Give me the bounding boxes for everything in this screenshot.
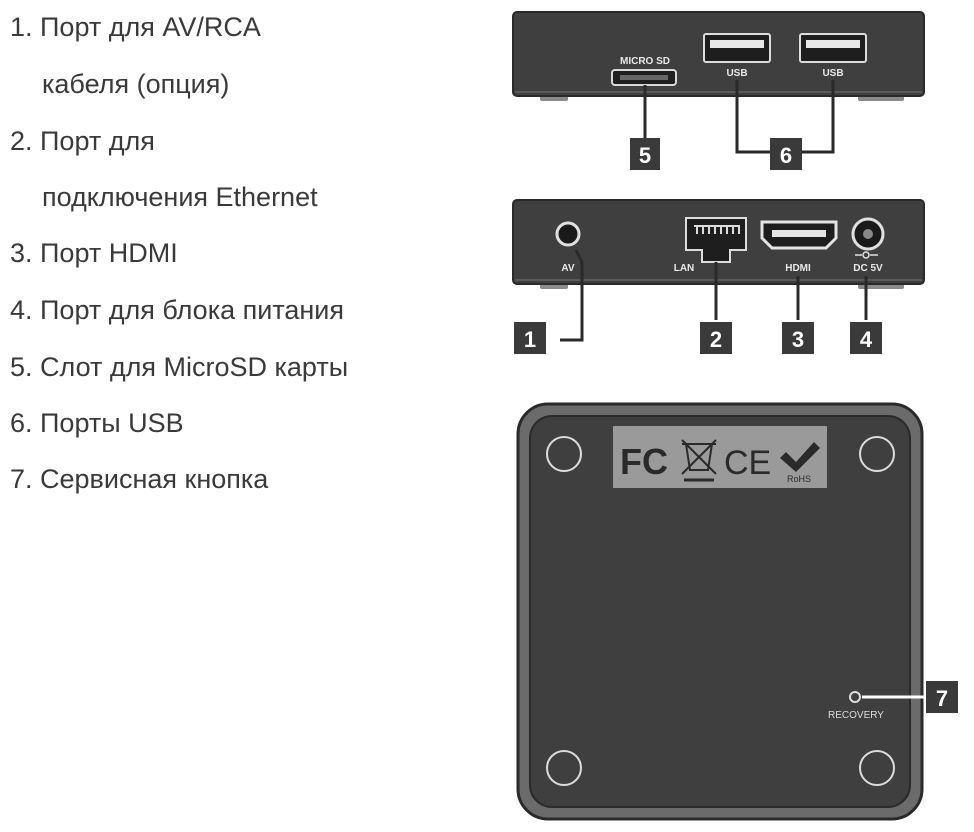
bottom-panel-body	[529, 415, 911, 808]
usb-right-label: USB	[822, 68, 843, 79]
callout-lines-top	[643, 80, 835, 154]
legend-item-1: 1. Порт для AV/RCA	[10, 12, 261, 42]
callout-7: 7	[926, 681, 958, 713]
callout-2: 2	[700, 322, 732, 354]
legend-item-1-cont: кабеля (опция)	[42, 69, 230, 99]
fcc-logo: FC	[620, 441, 668, 482]
usb-left-label: USB	[726, 68, 747, 79]
ce-mark: CE	[724, 444, 771, 482]
dc-polarity-icon	[855, 251, 878, 259]
svg-text:4: 4	[860, 327, 873, 352]
callout-lines-middle	[560, 249, 868, 342]
certification-label	[613, 426, 827, 488]
av-jack	[555, 221, 581, 247]
legend-item-7: 7. Сервисная кнопка	[10, 464, 269, 494]
side-panel: MICRO SD USB USB	[512, 11, 925, 101]
callout-5: 5	[630, 138, 660, 170]
recovery-button	[849, 691, 861, 703]
legend-item-2: 2. Порт для	[10, 126, 155, 156]
lan-port	[685, 217, 747, 263]
foot-top-left	[546, 436, 582, 472]
svg-text:1: 1	[524, 327, 536, 352]
callout-4: 4	[850, 322, 882, 354]
foot-bottom-left	[546, 750, 582, 786]
bottom-panel: FC CE RoHS RECOVERY	[516, 402, 924, 821]
legend-item-2-cont: подключения Ethernet	[42, 182, 318, 212]
av-label: AV	[561, 263, 574, 274]
legend-item-6: 6. Порты USB	[10, 408, 184, 438]
lan-label: LAN	[674, 263, 695, 274]
callout-3: 3	[782, 322, 814, 354]
weee-bin-icon	[681, 439, 717, 482]
legend-item-4: 4. Порт для блока питания	[10, 295, 345, 325]
rohs-check-icon	[780, 442, 820, 472]
legend-item-5: 5. Слот для MicroSD карты	[10, 352, 349, 382]
svg-text:3: 3	[792, 327, 804, 352]
svg-text:2: 2	[710, 327, 722, 352]
callout-6: 6	[770, 138, 802, 170]
legend-item-3: 3. Порт HDMI	[10, 238, 178, 268]
foot-bottom-right	[859, 750, 895, 786]
dc-label: DC 5V	[853, 263, 883, 274]
svg-text:6: 6	[780, 143, 792, 168]
micro-sd-label: MICRO SD	[620, 56, 670, 67]
callout-1: 1	[514, 322, 546, 354]
recovery-label: RECOVERY	[828, 710, 884, 721]
rear-panel: AV LAN HDMI DC 5V	[512, 199, 925, 289]
svg-text:7: 7	[936, 686, 948, 711]
hdmi-label: HDMI	[785, 263, 811, 274]
rohs-label: RoHS	[787, 474, 811, 484]
foot-top-right	[859, 436, 895, 472]
svg-text:5: 5	[639, 143, 651, 168]
